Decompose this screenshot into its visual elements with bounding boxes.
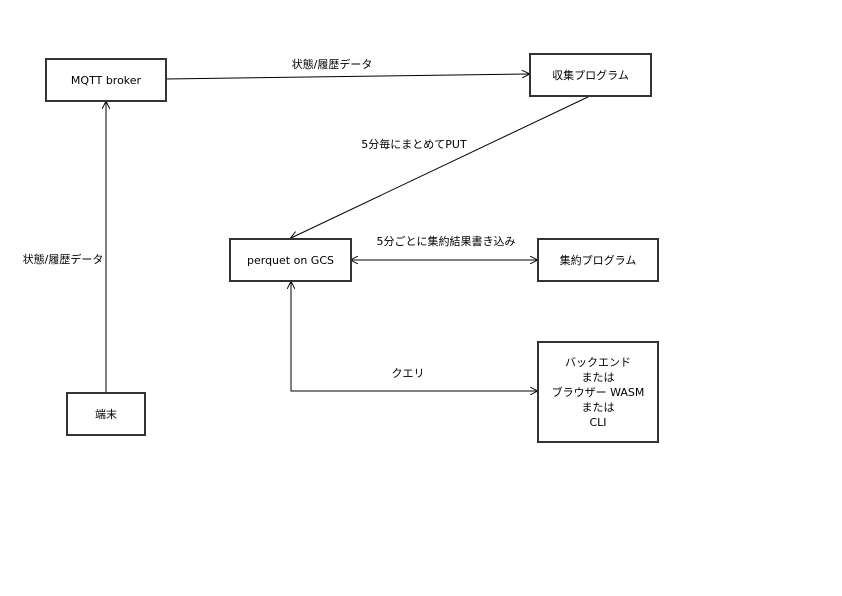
node-aggregator-label: 集約プログラム <box>559 253 637 267</box>
node-aggregator[interactable]: 集約プログラム <box>537 238 659 282</box>
edge-label-terminal-to-broker: 状態/履歴データ <box>22 253 104 266</box>
node-gcs[interactable]: perquet on GCS <box>229 238 352 282</box>
node-client[interactable]: バックエンド または ブラウザー WASM または CLI <box>537 341 659 443</box>
edge-label-gcs-aggregator: 5分ごとに集約結果書き込み <box>376 235 516 248</box>
node-terminal-label: 端末 <box>95 407 117 421</box>
node-client-label: バックエンド または ブラウザー WASM または CLI <box>551 355 645 429</box>
node-gcs-label: perquet on GCS <box>247 253 334 267</box>
node-collector[interactable]: 収集プログラム <box>529 53 652 97</box>
edge-collector-to-gcs <box>291 95 591 238</box>
edge-gcs-client <box>291 282 537 391</box>
node-collector-label: 収集プログラム <box>552 68 629 82</box>
node-mqtt-broker-label: MQTT broker <box>70 73 142 87</box>
edge-label-broker-to-collector: 状態/履歴データ <box>291 58 373 71</box>
edge-label-collector-to-gcs: 5分毎にまとめてPUT <box>361 138 467 151</box>
node-terminal[interactable]: 端末 <box>66 392 146 436</box>
edge-broker-to-collector <box>165 74 529 80</box>
edge-label-gcs-client: クエリ <box>391 367 425 380</box>
node-mqtt-broker[interactable]: MQTT broker <box>45 58 167 102</box>
